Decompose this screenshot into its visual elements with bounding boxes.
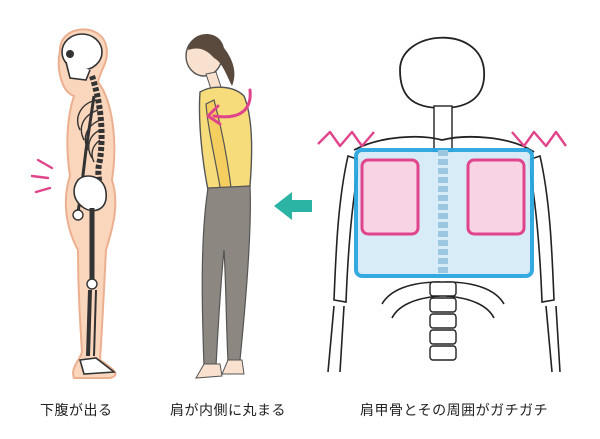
pelvis <box>73 175 107 212</box>
zigzag-tension-icon <box>511 130 567 148</box>
knee <box>86 278 98 290</box>
caption-scapula: 肩甲骨とその周囲がガチガチ <box>360 403 549 419</box>
foot-back <box>221 359 245 375</box>
tibia <box>86 289 92 357</box>
skeleton-side-figure <box>30 28 117 379</box>
eye-socket <box>66 50 74 58</box>
caption-shoulders: 肩が内側に丸まる <box>170 403 286 419</box>
left-scapula-tension <box>360 158 420 236</box>
right-forearm <box>545 305 561 373</box>
arm-bones <box>76 95 96 213</box>
back-skeleton <box>317 36 567 373</box>
jaw <box>65 61 91 81</box>
arrow-left-icon <box>274 192 312 220</box>
skull-back <box>399 36 485 109</box>
left-forearm <box>327 305 345 373</box>
leggings <box>201 185 251 367</box>
woman-side-figure <box>185 33 253 379</box>
right-scapula-tension <box>466 158 526 236</box>
caption-belly: 下腹が出る <box>40 403 113 419</box>
lumbar-spine <box>429 281 457 361</box>
neck-vertebrae <box>433 105 453 153</box>
hand <box>72 209 84 221</box>
foot-bones <box>78 357 117 375</box>
shoulder-outline <box>353 135 535 153</box>
hair <box>188 33 235 86</box>
zigzag-tension-icon <box>30 158 54 194</box>
foot-front <box>195 363 223 379</box>
zigzag-tension-icon <box>317 130 375 148</box>
curved-arrow-icon <box>206 88 252 126</box>
tibia-2 <box>93 289 97 357</box>
